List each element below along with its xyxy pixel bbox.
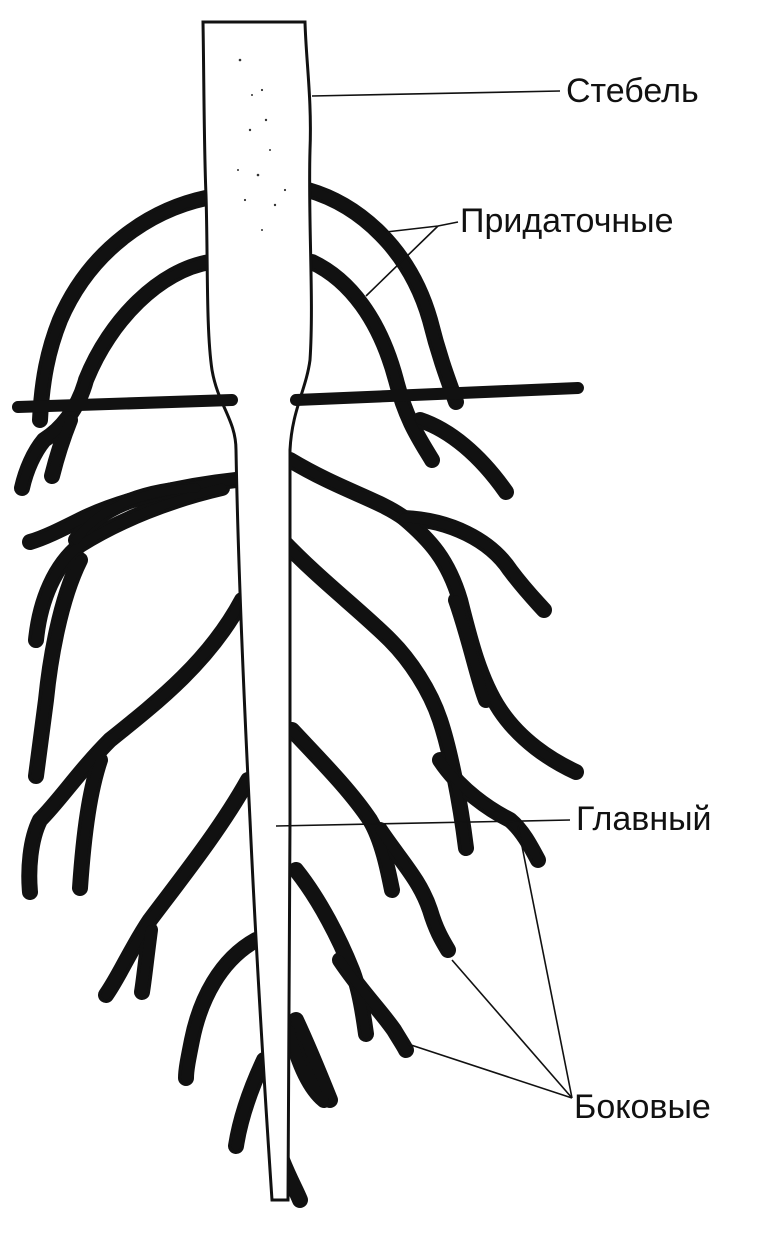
root-branch-outline-20 (282, 540, 466, 848)
root-system-drawing (18, 22, 578, 1200)
stem-label: Стебель (566, 72, 699, 110)
lateral-leader-1 (518, 826, 572, 1098)
root-branch-fill-20 (282, 540, 466, 848)
root-branch-fill-3 (308, 190, 456, 402)
adventitious-leader-1 (386, 222, 458, 232)
lateral-leader-2 (452, 960, 572, 1098)
root-branch-fill-17 (290, 460, 576, 772)
main-root-label: Главный (576, 800, 712, 838)
root-branch-outline-3 (308, 190, 456, 402)
adventitious-roots-label: Придаточные (460, 202, 674, 240)
lateral-roots-label: Боковые (574, 1088, 711, 1126)
root-branch-outline-22 (292, 730, 392, 890)
stem-leader (312, 91, 560, 96)
root-branch-outline-24 (296, 870, 366, 1034)
lateral-leader-3 (408, 1044, 572, 1098)
root-branch-outline-17 (290, 460, 576, 772)
